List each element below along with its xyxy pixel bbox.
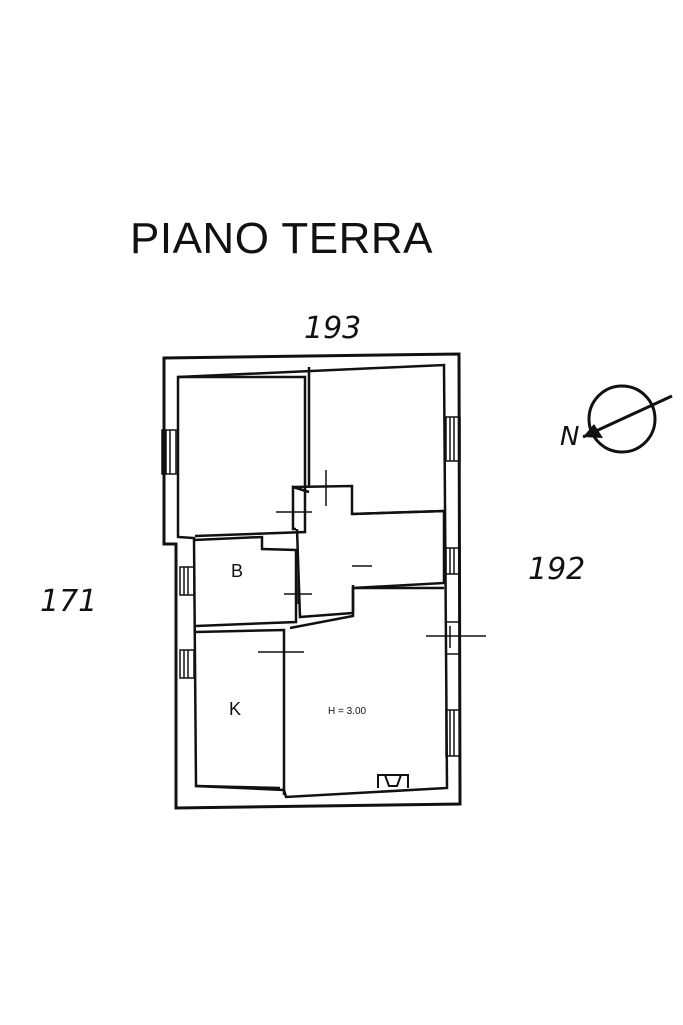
fireplace [377, 774, 409, 788]
outer-wall-outer [162, 352, 462, 810]
room-right-small [351, 509, 446, 590]
room-label-kitchen: K [229, 699, 241, 719]
parcel-number-north: 193 [304, 311, 362, 346]
room-kitchen [195, 628, 286, 795]
window-east-upper [445, 416, 461, 462]
north-arrow-icon [582, 384, 673, 454]
parcel-number-west: 171 [40, 584, 98, 619]
outer-wall-inner [176, 363, 449, 799]
room-living [289, 586, 444, 630]
room-top-right [291, 367, 311, 531]
door-east [445, 621, 461, 655]
window-west-upper [161, 429, 177, 475]
corridor [292, 484, 445, 619]
window-west-middle [179, 566, 195, 596]
parcel-number-east: 192 [528, 552, 586, 587]
window-east-middle [445, 547, 461, 575]
window-west-lower [179, 649, 195, 679]
room-label-bathroom: B [231, 561, 243, 581]
floor-plan-title: PIANO TERRA [130, 214, 433, 263]
ceiling-height-label: H = 3.00 [328, 706, 367, 717]
room-top-left [178, 375, 307, 538]
window-east-lower [445, 709, 461, 757]
north-label: N [560, 422, 579, 452]
room-bathroom [193, 535, 298, 628]
door-markers [258, 470, 486, 664]
